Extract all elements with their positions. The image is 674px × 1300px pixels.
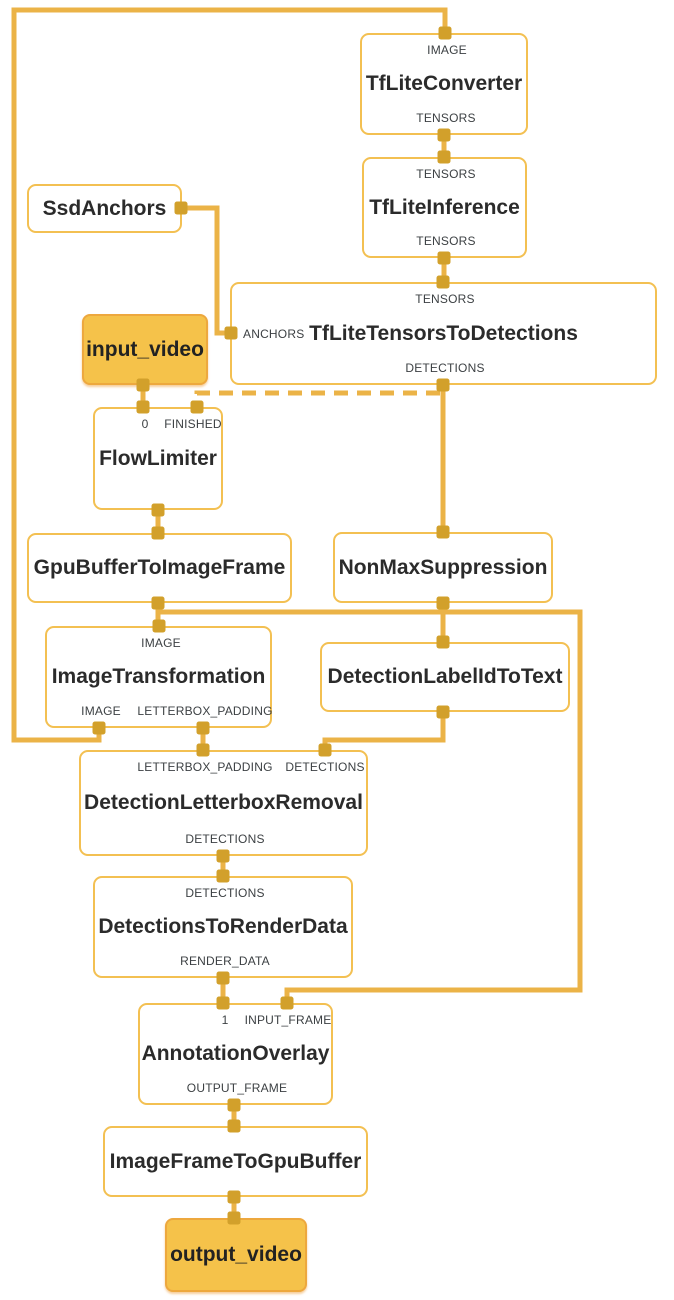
node-tflite-tensors-to-detections[interactable]: TENSORS ANCHORS TfLiteTensorsToDetection… — [230, 282, 657, 385]
port-label-detections-in: DETECTIONS — [185, 886, 265, 900]
stream-title: input_video — [86, 337, 204, 361]
port-gpubuffer-out — [151, 596, 165, 610]
node-title: SsdAnchors — [42, 196, 167, 220]
port-tfliteinference-tensors-in — [437, 150, 451, 164]
port-annotationoverlay-inputframe-in — [280, 996, 294, 1010]
edge-ssdanchors-to-anchors — [182, 205, 228, 336]
port-tfliteconverter-image-in — [438, 26, 452, 40]
port-tensorstodetections-anchors-in — [224, 326, 238, 340]
port-labelidtotext-in — [436, 635, 450, 649]
node-tflite-inference[interactable]: TENSORS TfLiteInference TENSORS — [362, 157, 527, 258]
port-label-finished-in: FINISHED — [164, 417, 222, 431]
port-label-tensors-in: TENSORS — [415, 292, 475, 306]
port-flowlimiter-finished-in — [190, 400, 204, 414]
port-label-tensors-out: TENSORS — [416, 111, 476, 125]
node-gpu-buffer-to-image-frame[interactable]: GpuBufferToImageFrame — [27, 533, 292, 603]
port-renderdata-out — [216, 971, 230, 985]
port-annotationoverlay-outputframe-out — [227, 1098, 241, 1112]
edge-detections-to-flowlimiter-finished — [194, 390, 440, 405]
port-letterboxremoval-detections-in — [318, 743, 332, 757]
port-flowlimiter-out — [151, 503, 165, 517]
edge-labelidtotext-to-letterboxremoval — [322, 709, 446, 753]
port-label-image-out: IMAGE — [81, 704, 121, 718]
edge-imagetransformation-to-tfliteconverter — [11, 7, 448, 743]
port-label-letterbox-padding-out: LETTERBOX_PADDING — [137, 704, 273, 718]
node-title: NonMaxSuppression — [338, 555, 548, 579]
node-ssd-anchors[interactable]: SsdAnchors — [27, 184, 182, 233]
port-label-detections-out: DETECTIONS — [185, 832, 265, 846]
port-label-output-frame-out: OUTPUT_FRAME — [186, 1081, 288, 1095]
port-outputvideo-in — [227, 1211, 241, 1225]
port-label-1-in: 1 — [221, 1013, 229, 1027]
port-letterboxremoval-letterbox-in — [196, 743, 210, 757]
port-imagetransformation-letterbox-out — [196, 721, 210, 735]
port-renderdata-detections-in — [216, 869, 230, 883]
port-ssdanchors-out — [174, 201, 188, 215]
node-title: ImageFrameToGpuBuffer — [109, 1149, 362, 1173]
node-image-transformation[interactable]: IMAGE ImageTransformation IMAGE LETTERBO… — [45, 626, 272, 728]
port-annotationoverlay-1-in — [216, 996, 230, 1010]
port-label-letterbox-padding-in: LETTERBOX_PADDING — [137, 760, 273, 774]
port-label-tensors-in: TENSORS — [416, 167, 476, 181]
node-title: DetectionLabelIdToText — [327, 665, 563, 688]
node-tflite-converter[interactable]: IMAGE TfLiteConverter TENSORS — [360, 33, 528, 135]
port-tfliteconverter-tensors-out — [437, 128, 451, 142]
port-flowlimiter-0-in — [136, 400, 150, 414]
port-label-input-frame-in: INPUT_FRAME — [244, 1013, 332, 1027]
port-label-detections-out: DETECTIONS — [405, 361, 485, 375]
node-detection-label-id-to-text[interactable]: DetectionLabelIdToText — [320, 642, 570, 712]
port-label-anchors-in: ANCHORS — [243, 326, 305, 341]
node-output-video-stream[interactable]: output_video — [165, 1218, 307, 1292]
node-title: TfLiteTensorsToDetections — [309, 321, 578, 345]
port-gpubuffer-in — [151, 526, 165, 540]
port-label-image-in: IMAGE — [427, 43, 467, 57]
port-tfliteinference-tensors-out — [437, 251, 451, 265]
node-input-video-stream[interactable]: input_video — [82, 314, 208, 385]
node-title: TfLiteConverter — [365, 72, 523, 95]
port-labelidtotext-out — [436, 705, 450, 719]
node-detection-letterbox-removal[interactable]: LETTERBOX_PADDING DETECTIONS DetectionLe… — [79, 750, 368, 856]
port-imagetransformation-image-in — [152, 619, 166, 633]
port-nonmax-in — [436, 525, 450, 539]
port-label-render-data-out: RENDER_DATA — [180, 954, 270, 968]
port-letterboxremoval-detections-out — [216, 849, 230, 863]
port-label-detections-in: DETECTIONS — [285, 760, 365, 774]
port-nonmax-out — [436, 596, 450, 610]
port-label-0-in: 0 — [141, 417, 149, 431]
edge-gpubuffer-to-annotationoverlay-inputframe — [158, 609, 583, 1006]
node-title: ImageTransformation — [51, 665, 266, 688]
port-label-tensors-out: TENSORS — [416, 234, 476, 248]
node-title: TfLiteInference — [369, 195, 520, 219]
node-non-max-suppression[interactable]: NonMaxSuppression — [333, 532, 553, 603]
node-title: DetectionsToRenderData — [98, 915, 348, 938]
port-tensorstodetections-tensors-in — [436, 275, 450, 289]
port-imageframetogpubuffer-out — [227, 1190, 241, 1204]
node-title: GpuBufferToImageFrame — [33, 556, 286, 579]
node-image-frame-to-gpu-buffer[interactable]: ImageFrameToGpuBuffer — [103, 1126, 368, 1197]
port-imagetransformation-image-out — [92, 721, 106, 735]
node-detections-to-render-data[interactable]: DETECTIONS DetectionsToRenderData RENDER… — [93, 876, 353, 978]
port-label-image-in: IMAGE — [141, 636, 181, 650]
port-inputvideo-out — [136, 378, 150, 392]
port-tensorstodetections-detections-out — [436, 378, 450, 392]
port-imageframetogpubuffer-in — [227, 1119, 241, 1133]
node-flow-limiter[interactable]: 0 FINISHED FlowLimiter — [93, 407, 223, 510]
node-title: AnnotationOverlay — [141, 1042, 330, 1065]
node-title: FlowLimiter — [99, 446, 217, 470]
stream-title: output_video — [170, 1243, 302, 1266]
node-annotation-overlay[interactable]: 1 INPUT_FRAME AnnotationOverlay OUTPUT_F… — [138, 1003, 333, 1105]
node-title: DetectionLetterboxRemoval — [84, 791, 363, 814]
